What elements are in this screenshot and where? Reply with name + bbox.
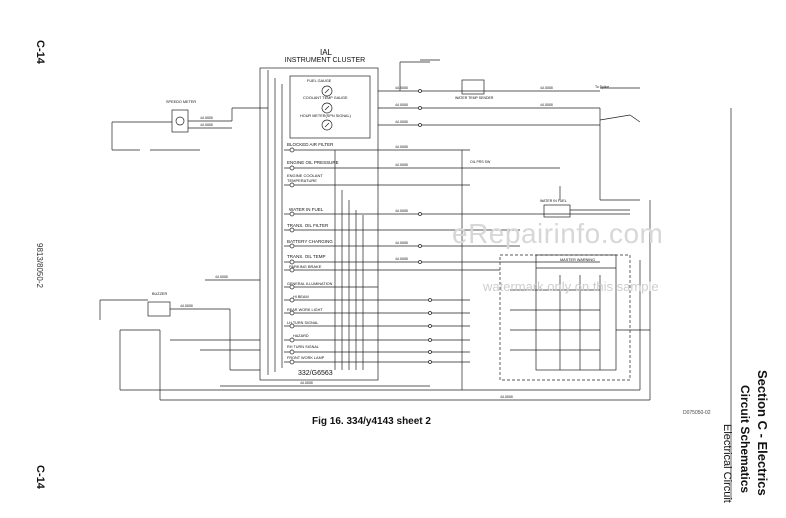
warning-label-front-work-lamp: FRONT WORK LAMP [287,356,325,360]
svg-text:4A 8888: 4A 8888 [395,120,408,124]
oil-pressure-switch-label: OIL PRS SW [470,160,491,164]
coolant-sender-label: WATER TEMP SENDER [455,96,494,100]
gauge-label-hour-meter: HOUR METER(SPN SIGNAL) [300,114,351,118]
warning-label-illumination: GENERAL ILLUMINATION [287,282,333,286]
figure-ref-code: D075050-02 [683,410,711,416]
cluster-title: INSTRUMENT CLUSTER [284,57,366,64]
svg-text:4A 8888: 4A 8888 [395,257,408,261]
warning-label-water-in-fuel: WATER IN FUEL [289,207,324,212]
warning-label-trans-oil-filter: TRANS. OIL FILTER [287,223,329,228]
svg-text:4A 8888: 4A 8888 [395,86,408,90]
warning-label-coolant-temp: ENGINE COOLANT TEMPERATURE [287,173,323,183]
water-in-fuel-sender-label: WATER IN FUEL [540,199,567,203]
svg-text:4A 8888: 4A 8888 [180,304,193,308]
figure-caption: Fig 16. 334/y4143 sheet 2 [312,416,431,427]
svg-text:4A 8888: 4A 8888 [500,395,513,399]
svg-text:4A 8888: 4A 8888 [540,86,553,90]
gauge-label-fuel: FUEL GAUGE [307,79,332,83]
svg-text:4A 8888: 4A 8888 [395,103,408,107]
warning-label-rh-turn: RH TURN SIGNAL [287,345,319,349]
svg-text:4A 8888: 4A 8888 [395,241,408,245]
svg-text:4A 8888: 4A 8888 [200,123,213,127]
watermark-site: eRepairinfo.com [452,218,664,249]
buzzer-label: BUZZER [152,292,168,296]
svg-text:4A 8888: 4A 8888 [395,209,408,213]
warning-label-parking-brake: PARKING BRAKE [289,264,322,269]
svg-text:4A 8888: 4A 8888 [200,116,213,120]
svg-text:4A 8888: 4A 8888 [395,163,408,167]
warning-label-air-filter: BLOCKED AIR FILTER [287,142,334,147]
warning-label-rear-work-light: REAR WORK LIGHT [287,308,323,312]
svg-text:4A 8888: 4A 8888 [215,275,228,279]
warning-label-lh-turn: LH TURN SIGNAL [287,321,319,325]
svg-text:4A 8888: 4A 8888 [540,103,553,107]
warning-label-oil-pressure: ENGINE OIL PRESSURE [287,160,339,165]
svg-text:4A 8888: 4A 8888 [300,381,313,385]
speedo-label: SPEEDO METER [166,100,197,104]
warning-label-trans-oil-temp: TRANS. OIL TEMP [287,254,326,259]
gauge-label-coolant: COOLANT TEMP GAUGE [303,96,348,100]
watermark-note: watermark only on this sample [483,279,659,294]
warning-label-hazard: HAZARD [293,334,309,338]
svg-text:4A 8888: 4A 8888 [395,145,408,149]
master-warning-label: MASTER WARNING [560,258,596,262]
to-splice-label: To Splice [595,85,610,89]
cluster-id: IAL [319,48,332,57]
cluster-footer: 332/G6563 [298,370,333,377]
warning-label-battery: BATTERY CHARGING [287,239,333,244]
warning-label-hi-beam: HI BEAM [293,295,309,299]
